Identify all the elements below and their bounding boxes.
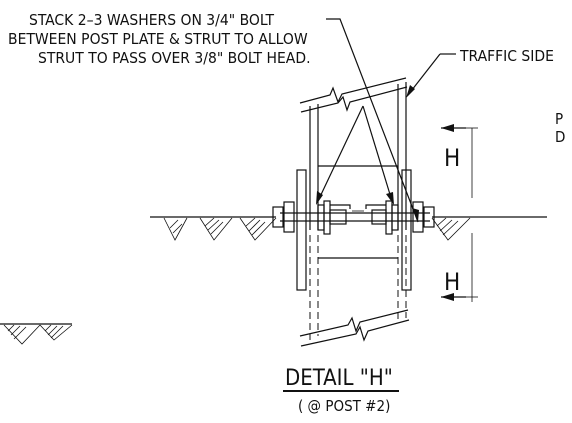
- left-bolt-head: [272, 206, 284, 228]
- cut-off-text-line-2: D: [555, 128, 565, 146]
- note-line-3: STRUT TO PASS OVER 3/8" BOLT HEAD.: [38, 49, 311, 67]
- note-leader-line: [326, 18, 419, 223]
- traffic-side-arrowhead: [406, 85, 415, 98]
- left-ground-fragment: [0, 323, 73, 345]
- washer-leader-left: [317, 105, 364, 202]
- note-leader-arrowhead: [412, 208, 419, 222]
- washer-leader-right: [362, 105, 393, 202]
- left-bolt-washer: [283, 201, 295, 233]
- dimension-top: [441, 124, 478, 198]
- left-post-plate: [296, 169, 307, 291]
- right-bolt-nut: [423, 206, 435, 228]
- note-line-1: STACK 2–3 WASHERS ON 3/4" BOLT: [29, 11, 274, 29]
- detail-title: DETAIL "H": [285, 366, 393, 391]
- washer-note: STACK 2–3 WASHERS ON 3/4" BOLT BETWEEN P…: [8, 11, 311, 67]
- washer-leader-right-arrowhead: [386, 192, 394, 205]
- lower-post: [299, 235, 410, 347]
- right-bolt-washer: [412, 201, 424, 233]
- cut-off-text-line-1: P: [555, 110, 563, 128]
- note-line-2: BETWEEN POST PLATE & STRUT TO ALLOW: [8, 30, 308, 48]
- left-washer-stack: [317, 200, 351, 235]
- upper-post: [299, 77, 408, 230]
- dimension-top-label: H: [444, 144, 460, 172]
- dimension-bottom-label: H: [444, 268, 460, 296]
- right-washer-stack: [365, 200, 399, 235]
- dimension-bottom: [441, 233, 478, 302]
- traffic-side-label: TRAFFIC SIDE: [459, 47, 554, 65]
- detail-subtitle: ( @ POST #2): [298, 397, 390, 415]
- ground-surface: [150, 216, 547, 241]
